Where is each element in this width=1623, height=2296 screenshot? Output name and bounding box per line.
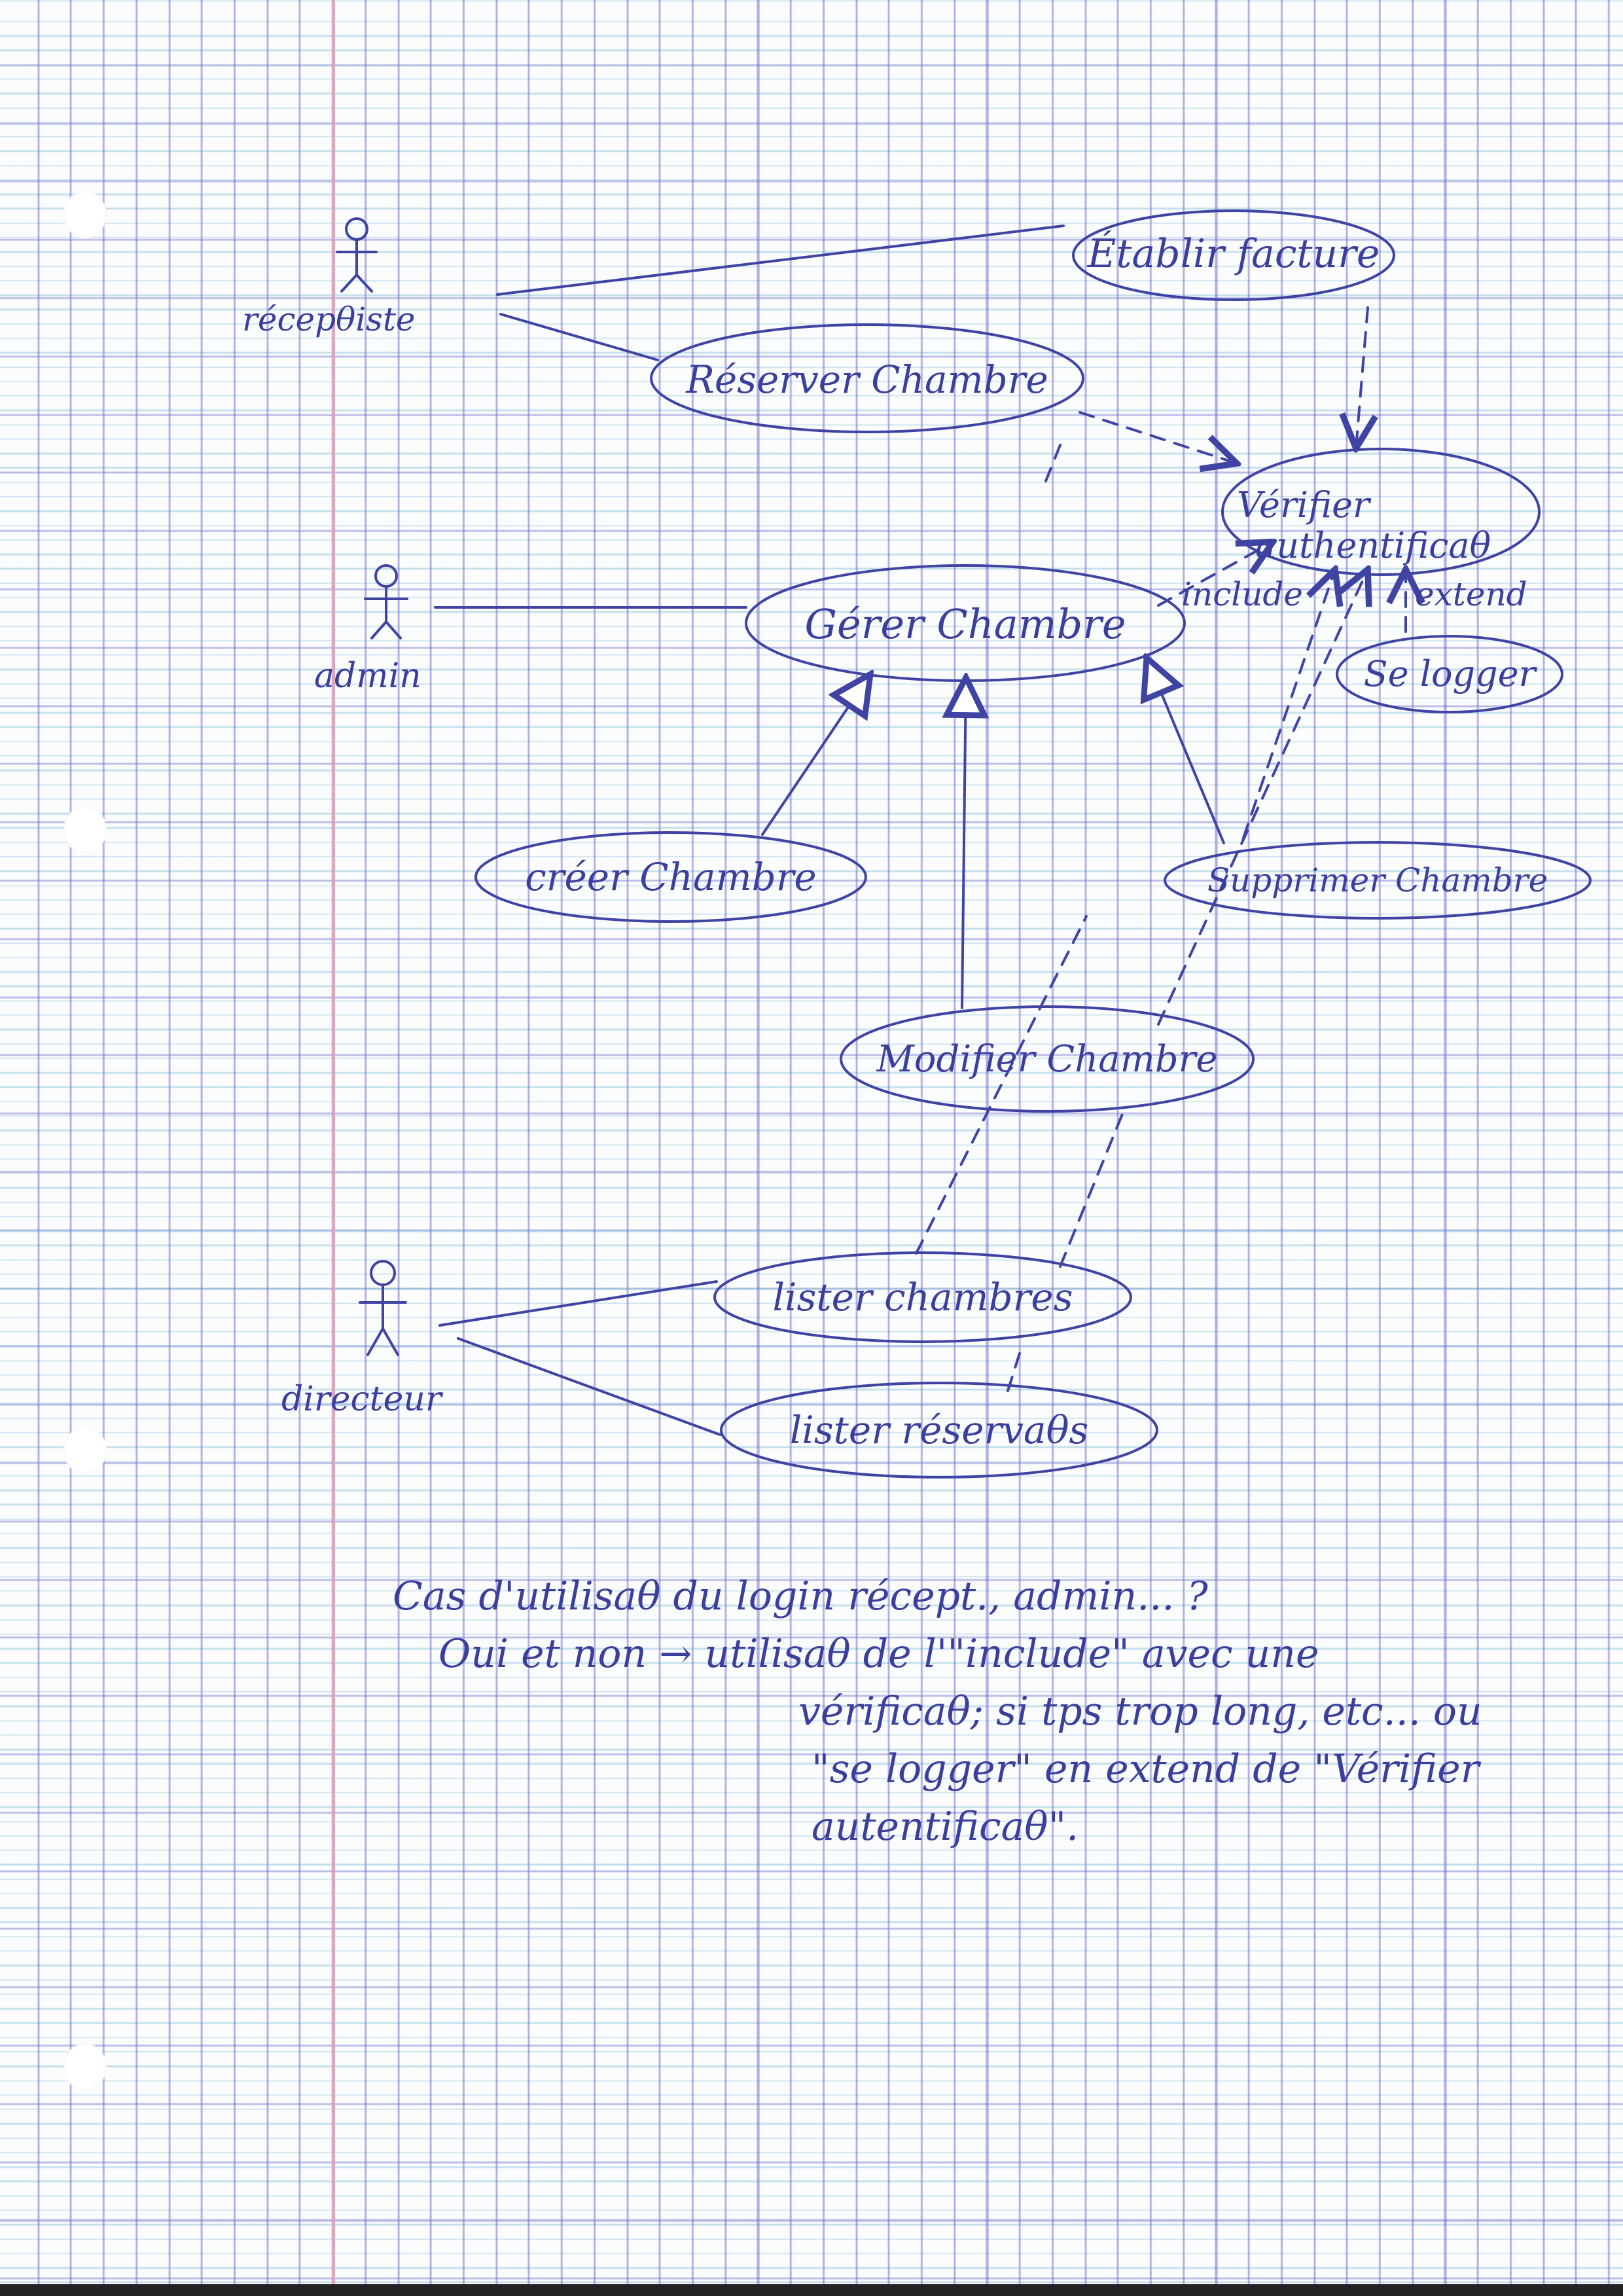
actor-receptionist: récepθiste xyxy=(242,217,416,338)
use-case-label: Se logger xyxy=(1364,653,1538,694)
use-case-lister-chambres: lister chambres xyxy=(713,1251,1132,1343)
punch-hole xyxy=(63,2043,107,2090)
dependencies xyxy=(915,306,1406,1392)
margin-line xyxy=(332,0,335,2296)
dependency-line xyxy=(1007,1344,1024,1392)
associations xyxy=(434,224,1065,1436)
note-line: Cas d'utilisaθ du login récept., admin..… xyxy=(393,1573,1208,1619)
generalization-arrow xyxy=(1147,658,1225,844)
stick-figure-icon xyxy=(364,564,408,639)
use-case-verifier-authentification: Vérifier authentificaθ xyxy=(1221,448,1541,576)
include-arrow xyxy=(1157,569,1368,1026)
association-line xyxy=(438,1280,718,1327)
actor-label: récepθiste xyxy=(242,300,416,338)
use-case-label: lister réservaθs xyxy=(790,1408,1089,1452)
include-arrow xyxy=(1079,411,1237,463)
extend-label: extend xyxy=(1415,575,1527,613)
use-case-modifier-chambre: Modifier Chambre xyxy=(840,1005,1255,1113)
generalization-arrow xyxy=(962,677,966,1009)
use-case-label: Réserver Chambre xyxy=(685,357,1048,402)
generalizations xyxy=(761,658,1225,1009)
punch-hole xyxy=(63,191,107,238)
generalization-arrow xyxy=(761,674,870,836)
punch-hole xyxy=(63,1427,107,1474)
use-case-label: lister chambres xyxy=(772,1275,1073,1319)
association-line xyxy=(457,1337,721,1436)
use-case-se-logger: Se logger xyxy=(1336,635,1563,713)
note-line: Oui et non → utilisaθ de l'"include" ave… xyxy=(438,1631,1319,1677)
use-case-etablir-facture: Établir facture xyxy=(1072,209,1395,301)
actor-label: admin xyxy=(314,656,421,696)
include-arrow xyxy=(1157,542,1273,607)
use-case-label: Modifier Chambre xyxy=(876,1038,1217,1081)
note-line: "se logger" en extend de "Vérifier xyxy=(812,1746,1480,1792)
stick-figure-icon xyxy=(336,217,378,293)
include-arrow xyxy=(1356,306,1368,448)
handwritten-notes: Cas d'utilisaθ du login récept., admin..… xyxy=(393,1568,1571,1856)
use-case-lister-reservations: lister réservaθs xyxy=(720,1382,1158,1479)
use-case-label: Gérer Chambre xyxy=(804,600,1126,648)
stick-figure-icon xyxy=(359,1260,407,1356)
use-case-supprimer-chambre: Supprimer Chambre xyxy=(1164,841,1592,920)
use-case-label: créer Chambre xyxy=(525,855,817,899)
use-case-creer-chambre: créer Chambre xyxy=(474,831,867,923)
use-case-label: Établir facture xyxy=(1087,230,1380,277)
dependency-line xyxy=(915,915,1088,1255)
use-case-label: Supprimer Chambre xyxy=(1207,861,1548,899)
scan-edge xyxy=(0,2284,1623,2296)
actor-director: directeur xyxy=(281,1260,444,1419)
actor-admin: admin xyxy=(314,564,421,696)
association-line xyxy=(496,224,1065,296)
actor-label: directeur xyxy=(281,1380,444,1419)
dependency-line xyxy=(1044,444,1061,482)
note-line: autentificaθ". xyxy=(812,1804,1079,1850)
use-case-label: Vérifier xyxy=(1237,484,1372,526)
use-case-label: authentificaθ xyxy=(1255,525,1491,566)
association-line xyxy=(499,313,659,361)
note-line: vérificaθ; si tps trop long, etc... ou xyxy=(798,1689,1482,1734)
punch-hole xyxy=(63,806,107,853)
use-case-gerer-chambre: Gérer Chambre xyxy=(745,564,1186,682)
include-arrow xyxy=(1242,569,1335,839)
use-case-reserver-chambre: Réserver Chambre xyxy=(650,323,1084,433)
dependency-line xyxy=(1059,1105,1127,1268)
include-label: include xyxy=(1181,575,1303,613)
